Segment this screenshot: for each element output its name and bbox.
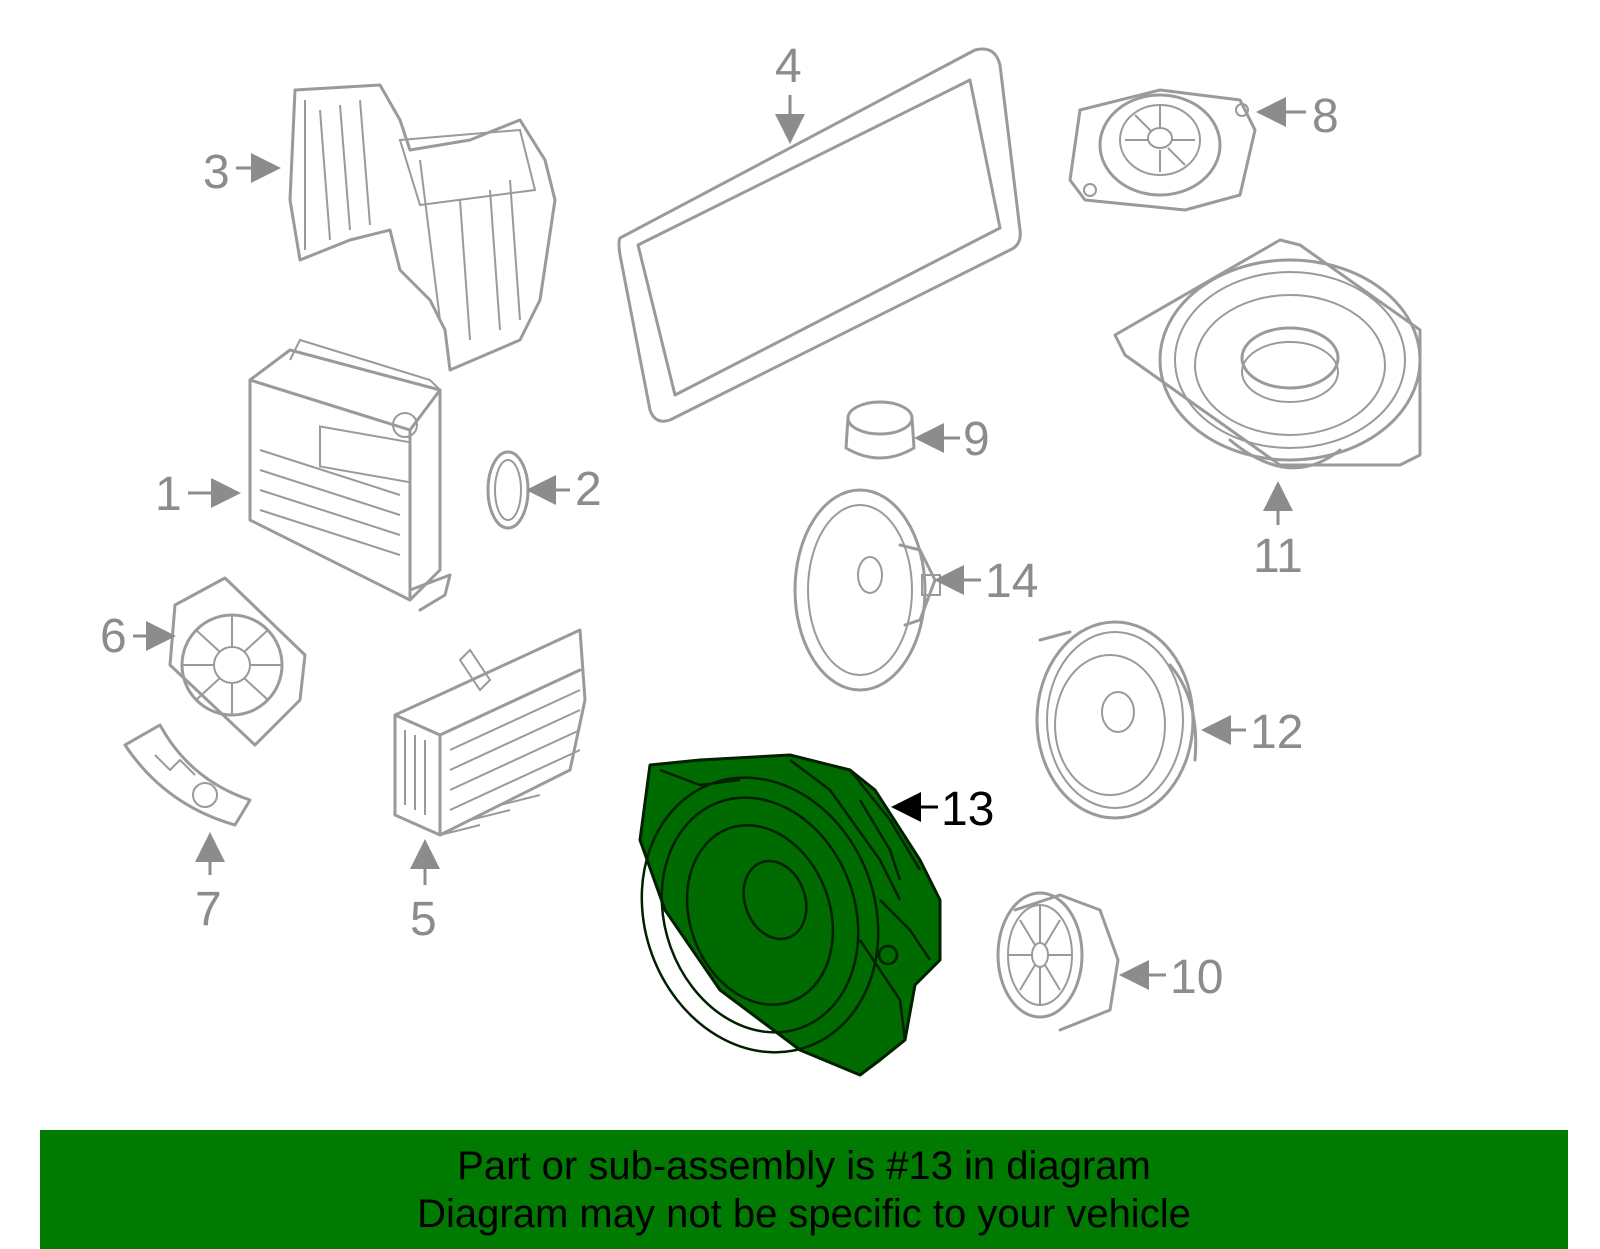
part-11-speaker[interactable] [1113,238,1422,470]
callout-12-label: 12 [1250,706,1303,759]
callout-14: 14 [934,555,1038,608]
callout-12: 12 [1201,706,1303,759]
callout-6-label: 6 [100,610,127,663]
callout-13-label: 13 [941,783,994,836]
callout-11: 11 [1253,481,1303,583]
callout-5: 5 [410,839,440,946]
part-3-bracket[interactable] [288,83,557,372]
callout-13: 13 [891,783,994,836]
callout-2-label: 2 [575,463,602,516]
callout-7: 7 [195,832,225,936]
callout-3-label: 3 [203,146,230,199]
part-5-connector[interactable] [393,628,587,837]
part-13-speaker-highlighted[interactable] [604,744,942,1086]
callout-6: 6 [100,610,176,663]
callout-2: 2 [526,463,602,516]
part-4-display[interactable] [617,47,1022,423]
callout-4-label: 4 [775,40,802,93]
callout-8: 8 [1256,90,1339,143]
callout-7-label: 7 [195,883,222,936]
callout-4: 4 [775,40,805,144]
part-2-ring[interactable] [486,450,530,530]
part-12-speaker[interactable] [1035,620,1198,820]
callout-11-label: 11 [1253,530,1303,583]
part-8-tweeter[interactable] [1068,88,1257,212]
callout-10-label: 10 [1170,951,1223,1004]
callout-9: 9 [914,413,990,466]
info-banner: Part or sub-assembly is #13 in diagram D… [40,1130,1568,1249]
part-6-fan[interactable] [168,576,307,747]
banner-line-part: Part or sub-assembly is #13 in diagram [457,1144,1151,1188]
callout-1-label: 1 [155,468,182,521]
banner-line-disclaimer: Diagram may not be specific to your vehi… [417,1192,1191,1236]
part-1-module[interactable] [248,338,452,612]
part-7-bracket[interactable] [123,723,252,827]
callout-3: 3 [203,146,281,199]
callout-8-label: 8 [1312,90,1339,143]
part-10-tweeter[interactable] [996,891,1120,1032]
callout-5-label: 5 [410,893,437,946]
part-14-speaker[interactable] [793,488,941,692]
callout-14-label: 14 [985,555,1038,608]
callout-9-label: 9 [963,413,990,466]
callout-10: 10 [1119,951,1223,1004]
callout-1: 1 [155,468,241,521]
part-9-cap[interactable] [844,400,916,460]
